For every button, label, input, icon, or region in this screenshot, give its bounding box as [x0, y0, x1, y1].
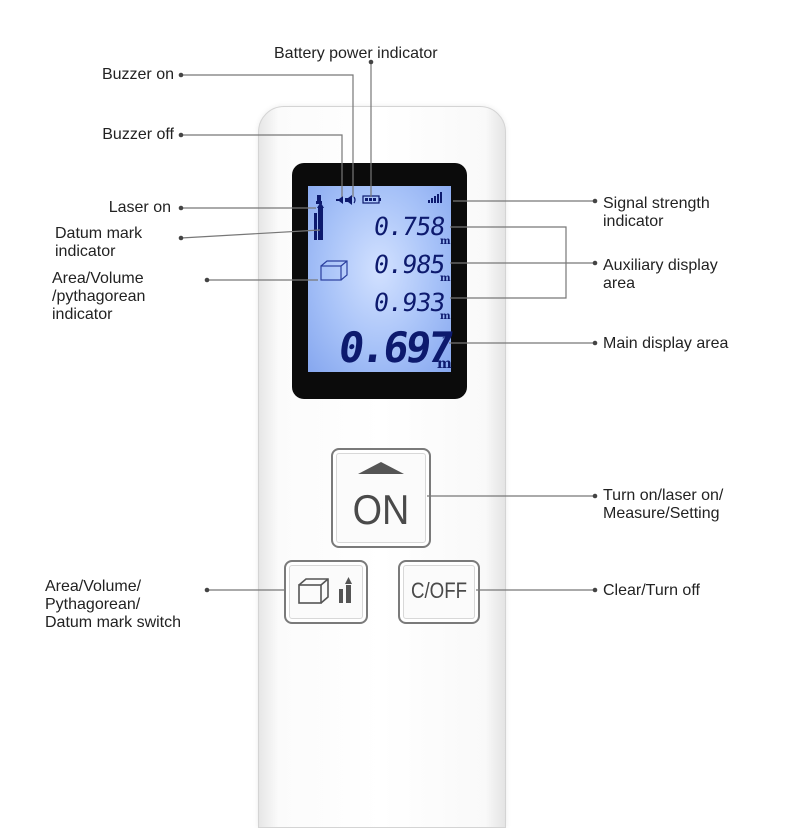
turn-on-label: Turn on/laser on/ Measure/Setting [603, 487, 724, 522]
area-volume-datum-switch-button[interactable] [284, 560, 368, 624]
signal-strength-icon [428, 192, 442, 203]
speaker-icon [345, 195, 356, 205]
clear-turn-off-label: Clear/Turn off [603, 582, 700, 599]
datum-mark-indicator-label: Datum mark indicator [55, 225, 143, 260]
leader-lines [178, 59, 598, 593]
main-superscript: 3 [442, 337, 449, 347]
triangle-up-icon [358, 462, 404, 474]
unit-label-2: m [440, 273, 451, 284]
buzzer-on-label: Buzzer on [101, 66, 174, 83]
area-volume-switch-label: Area/Volume/ Pythagorean/ Datum mark swi… [45, 578, 182, 631]
on-button[interactable]: ON [331, 448, 431, 548]
area-volume-indicator-label: Area/Volume /pythagorean indicator [52, 270, 146, 323]
unit-label-1: m [440, 236, 451, 247]
main-display-area-label: Main display area [603, 335, 729, 352]
unit-label-3: m [440, 311, 451, 322]
area-volume-indicator-icon [320, 260, 348, 281]
cube-icon [298, 577, 352, 604]
speaker-muted-icon [336, 196, 343, 204]
main-unit-label: m [437, 356, 452, 372]
clear-off-button[interactable]: C/OFF [398, 560, 480, 624]
auxiliary-display-area-label: Auxiliary display area [603, 257, 718, 292]
clear-off-button-label: C/OFF [410, 578, 468, 603]
lcd-screen [308, 186, 451, 372]
battery-power-indicator-label: Battery power indicator [274, 45, 438, 62]
datum-mark-icon [314, 202, 324, 240]
buzzer-off-label: Buzzer off [102, 126, 174, 143]
laser-icon [316, 195, 322, 204]
laser-on-label: Laser on [108, 199, 171, 216]
signal-strength-indicator-label: Signal strength indicator [603, 195, 710, 230]
on-button-label: ON [352, 486, 410, 533]
